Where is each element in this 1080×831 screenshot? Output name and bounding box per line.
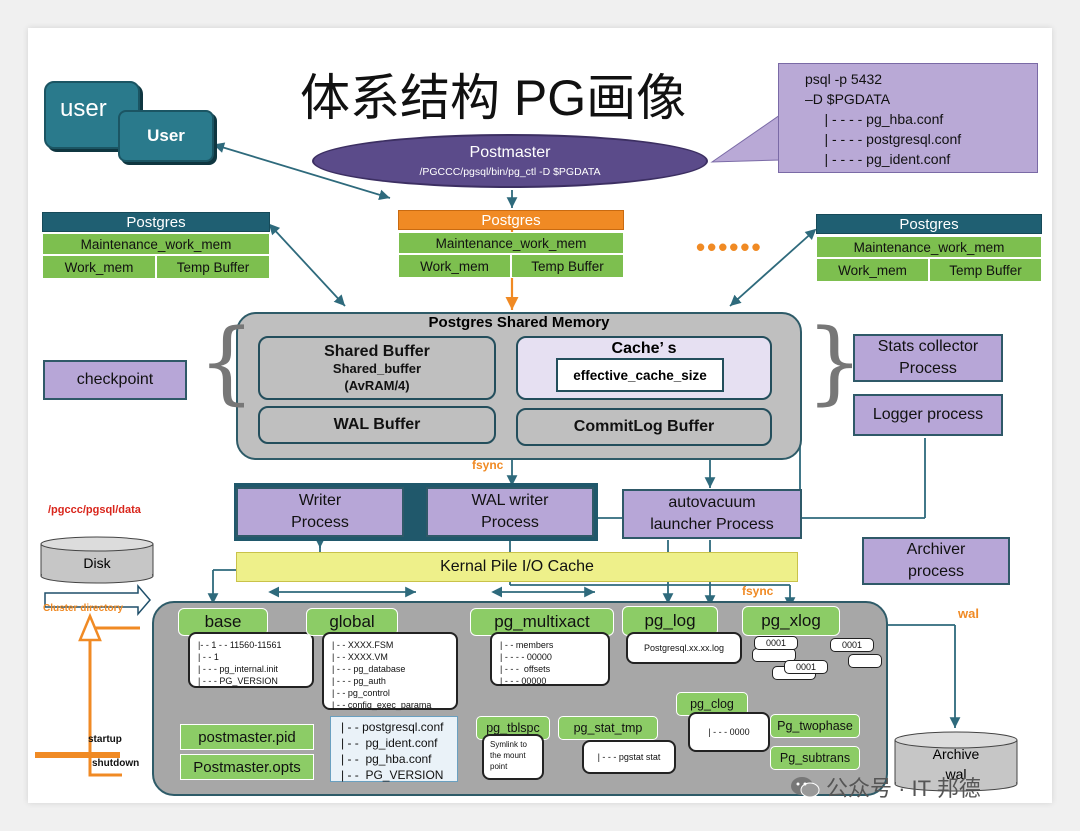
startup-label: startup	[88, 734, 122, 745]
autovacuum-process-box: autovacuum launcher Process	[622, 489, 802, 539]
xlog-file-stack: 0001 0001 0001	[752, 632, 882, 682]
shutdown-label: shutdown	[92, 758, 140, 769]
effective-cache-size-box: effective_cache_size	[556, 358, 724, 392]
shared-memory-title: Postgres Shared Memory	[428, 314, 610, 331]
wal-writer-process-box: WAL writer Process	[426, 487, 594, 537]
archiver-line: process	[907, 563, 965, 580]
dir-base-contents: |- - 1 - - 11560-11561 | - - 1 | - - - p…	[188, 632, 314, 688]
psql-line: | - - - - postgresql.conf	[805, 131, 962, 147]
writer-process-box: Writer Process	[236, 487, 404, 537]
dir-pg-clog-contents: | - - - 0000	[688, 712, 770, 752]
fsync-label: fsync	[472, 458, 504, 472]
backend-left-work: Work_mem	[42, 255, 156, 279]
dir-pg-twophase: Pg_twophase	[770, 714, 860, 738]
checkpoint-box: checkpoint	[43, 360, 187, 400]
watermark-text: 公众号 · IT 邦德	[826, 776, 981, 801]
dir-base: base	[178, 608, 268, 636]
archive-wal-cylinder	[894, 731, 1018, 792]
xlog-file: 0001	[784, 660, 828, 674]
writer-line: Process	[291, 514, 349, 531]
backend-right-maint: Maintenance_work_mem	[816, 236, 1042, 258]
diagram-title: 体系结构 PG画像	[300, 70, 687, 126]
fsync-label-2: fsync	[742, 584, 774, 598]
backend-right-temp: Temp Buffer	[929, 258, 1042, 282]
disk-cylinder	[40, 536, 154, 584]
psql-line: psql -p 5432	[805, 71, 883, 87]
dir-pg-xlog: pg_xlog	[742, 606, 840, 636]
cluster-directory-label: Cluster directory	[43, 603, 124, 614]
dir-pg-multixact: pg_multixact	[470, 608, 614, 636]
cache-title: Cache’ s	[611, 340, 677, 357]
dir-pg-multixact-contents: | - - members | - - - - 00000 | - - - of…	[490, 632, 610, 686]
callout-pointer	[710, 114, 781, 163]
dir-pg-subtrans: Pg_subtrans	[770, 746, 860, 770]
stats-collector-box: Stats collector Process	[853, 334, 1003, 382]
dir-pg-tblspc-contents: Symlink to the mount point	[482, 734, 544, 780]
archiver-process-box: Archiver process	[862, 537, 1010, 585]
shared-buffer-param: Shared_buffer	[332, 360, 422, 376]
wal-writer-line: Process	[481, 514, 539, 531]
xlog-file-shadow	[848, 654, 882, 668]
wal-writer-line: WAL writer	[471, 492, 549, 509]
psql-line: | - - - - pg_ident.conf	[805, 151, 951, 167]
left-brace: {	[198, 310, 256, 415]
wechat-icon	[791, 777, 820, 798]
shared-buffer-size: (AvRAM/4)	[344, 377, 410, 393]
dir-pg-stat-tmp-contents: | - - - pgstat stat	[582, 740, 676, 774]
archive-line: wal	[945, 766, 967, 782]
backend-center-header: Postgres	[398, 210, 624, 230]
data-path: /pgccc/pgsql/data	[48, 504, 141, 516]
psql-line: | - - - - pg_hba.conf	[805, 111, 944, 127]
psql-line: –D $PGDATA	[805, 91, 891, 107]
postmaster-ellipse: Postmaster /PGCCC/pgsql/bin/pg_ctl -D $P…	[312, 134, 708, 188]
dir-global-contents: | - - XXXX.FSM | - - XXXX.VM | - - - pg_…	[322, 632, 458, 710]
stats-collector-line: Stats collector	[877, 338, 979, 355]
backend-center-temp: Temp Buffer	[511, 254, 624, 278]
postmaster-opts-file: Postmaster.opts	[180, 754, 314, 780]
dir-pg-stat-tmp: pg_stat_tmp	[558, 716, 658, 740]
xlog-file: 0001	[830, 638, 874, 652]
backend-center-maint: Maintenance_work_mem	[398, 232, 624, 254]
backend-left-header: Postgres	[42, 212, 270, 232]
commitlog-buffer-box: CommitLog Buffer	[516, 408, 772, 446]
autovacuum-line: launcher Process	[650, 516, 774, 533]
shared-buffer-title: Shared Buffer	[324, 342, 430, 360]
kernel-io-cache-bar: Kernal Pile I/O Cache	[236, 552, 798, 582]
postmaster-title: Postmaster	[469, 144, 551, 161]
psql-callout: psql -p 5432 –D $PGDATA | - - - - pg_hba…	[778, 63, 1038, 173]
watermark: 公众号 · IT 邦德	[790, 771, 981, 803]
writer-line: Writer	[298, 492, 342, 509]
autovacuum-line: autovacuum	[668, 494, 756, 511]
dir-global: global	[306, 608, 398, 636]
archive-wal-label: Archive wal	[894, 744, 1018, 784]
backend-center-work: Work_mem	[398, 254, 511, 278]
user-box-back: User	[118, 110, 214, 162]
logger-process-box: Logger process	[853, 394, 1003, 436]
dir-pg-log-contents: Postgresql.xx.xx.log	[626, 632, 742, 664]
wal-label: wal	[958, 606, 979, 621]
disk-label: Disk	[83, 555, 111, 571]
postmaster-pid-file: postmaster.pid	[180, 724, 314, 750]
archive-line: Archive	[932, 746, 980, 762]
backend-right-header: Postgres	[816, 214, 1042, 234]
stats-collector-line: Process	[899, 360, 957, 377]
shared-buffer-box: Shared Buffer Shared_buffer (AvRAM/4)	[258, 336, 496, 400]
config-file-list: | - - postgresql.conf | - - pg_ident.con…	[330, 716, 458, 782]
backend-left-temp: Temp Buffer	[156, 255, 270, 279]
wal-buffer-box: WAL Buffer	[258, 406, 496, 444]
ellipsis-dots: ••••••	[696, 232, 763, 262]
backend-right-work: Work_mem	[816, 258, 929, 282]
backend-left-maint: Maintenance_work_mem	[42, 233, 270, 255]
postmaster-command: /PGCCC/pgsql/bin/pg_ctl -D $PGDATA	[419, 166, 601, 178]
archiver-line: Archiver	[906, 541, 966, 558]
xlog-file: 0001	[754, 636, 798, 650]
